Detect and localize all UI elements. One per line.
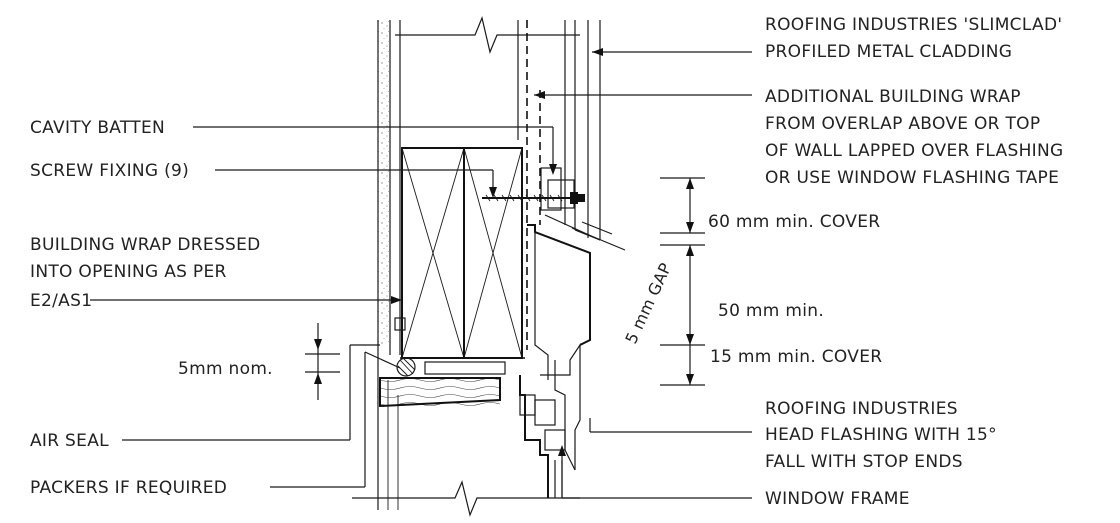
label-wrap-1: ADDITIONAL BUILDING WRAP (765, 87, 1021, 107)
label-wrap-4: OR USE WINDOW FLASHING TAPE (765, 168, 1059, 188)
label-bwrap-1: BUILDING WRAP DRESSED (30, 235, 261, 255)
air-seal (396, 357, 416, 377)
label-gap-5: 5 mm GAP (621, 260, 675, 347)
dimension-lines (305, 177, 705, 400)
label-wrap-2: FROM OVERLAP ABOVE OR TOP (765, 114, 1040, 134)
label-cover-15: 15 mm min. COVER (710, 347, 882, 367)
leader-lines (90, 48, 752, 499)
interior-lining (377, 20, 399, 510)
label-head-2: HEAD FLASHING WITH 15° (765, 425, 997, 445)
label-min-50: 50 mm min. (718, 301, 824, 321)
label-bwrap-3: E2/AS1 (30, 291, 92, 311)
head-flashing (527, 214, 601, 380)
break-line-top (395, 16, 580, 54)
label-window-frame: WINDOW FRAME (765, 489, 910, 509)
break-line-bottom (352, 480, 580, 517)
label-packers: PACKERS IF REQUIRED (30, 478, 227, 498)
cavity-batten (540, 167, 575, 211)
building-wrap (400, 20, 541, 359)
label-head-3: FALL WITH STOP ENDS (765, 452, 963, 472)
label-air-seal: AIR SEAL (30, 431, 109, 451)
wall-studs (399, 20, 519, 355)
packer-board (379, 361, 506, 408)
label-cavity-batten: CAVITY BATTEN (30, 118, 165, 138)
label-5mm-nom: 5mm nom. (178, 359, 273, 379)
label-cover-60: 60 mm min. COVER (708, 212, 880, 232)
label-bwrap-2: INTO OPENING AS PER (30, 262, 227, 282)
label-cladding-1: ROOFING INDUSTRIES 'SLIMCLAD' (765, 15, 1062, 35)
wrap-fixing (394, 317, 406, 331)
screw-fixing (482, 192, 585, 204)
timber-lintel (401, 147, 523, 359)
label-cladding-2: PROFILED METAL CLADDING (765, 42, 1012, 62)
window-frame (519, 343, 581, 498)
label-head-1: ROOFING INDUSTRIES (765, 399, 958, 419)
label-screw-fixing: SCREW FIXING (9) (30, 161, 189, 181)
label-wrap-3: OF WALL LAPPED OVER FLASHING (765, 141, 1063, 161)
